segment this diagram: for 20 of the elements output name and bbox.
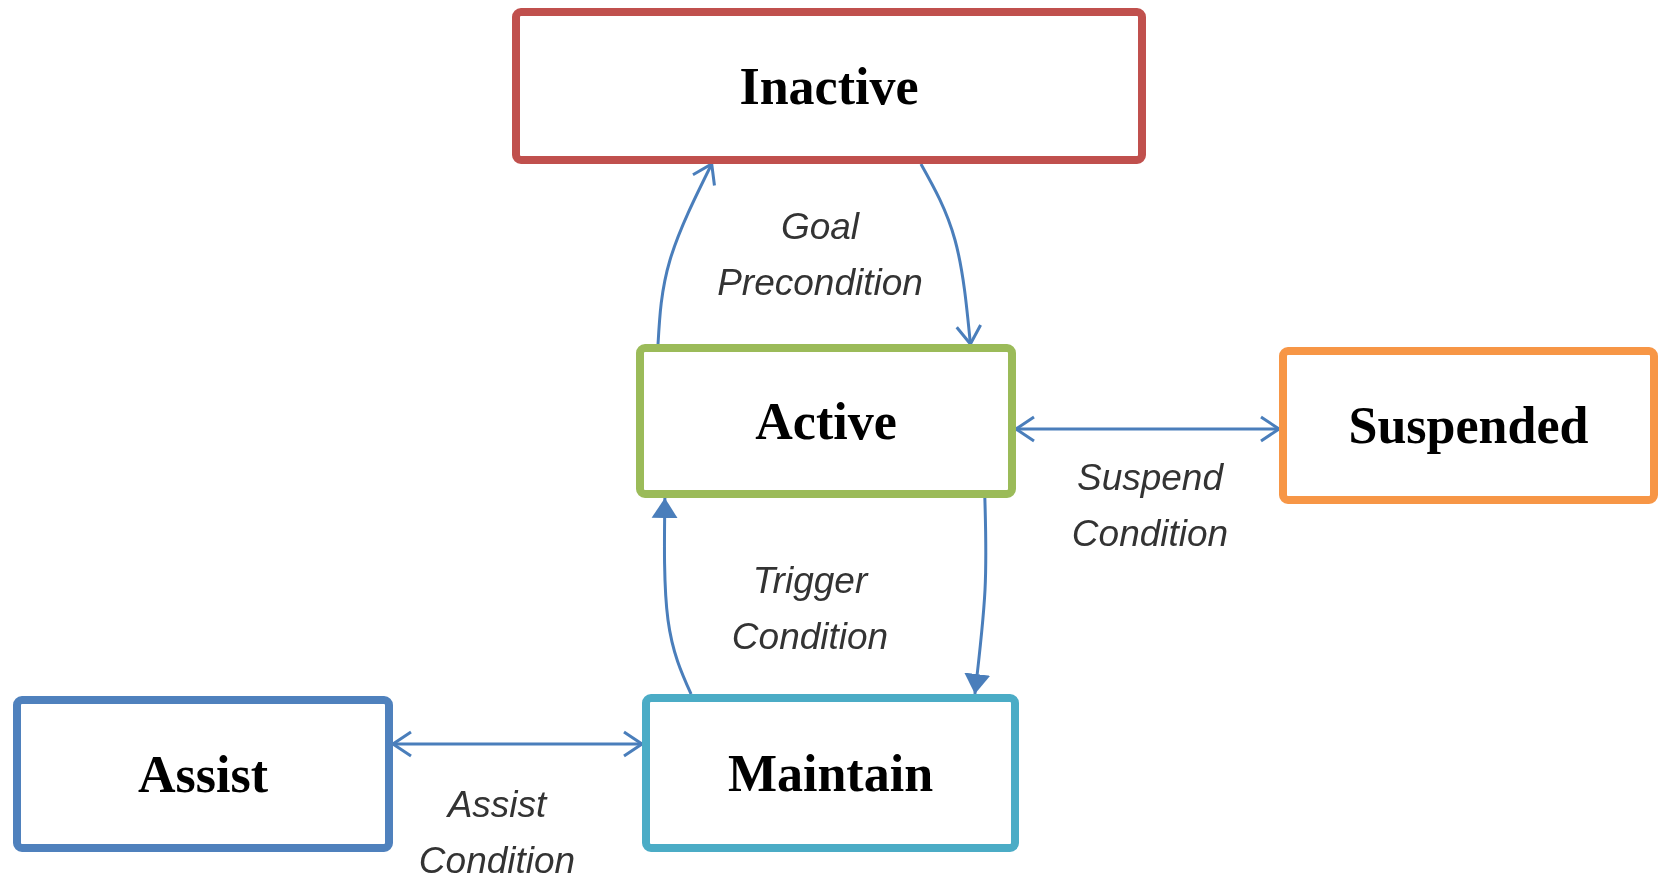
arrow — [391, 730, 644, 758]
state-name: Assist — [138, 744, 268, 804]
state-box — [1279, 347, 1658, 504]
state-name: Inactive — [739, 56, 919, 116]
state-box — [13, 696, 393, 852]
edge-label: Goal Precondition — [716, 204, 924, 304]
edge-label: Assist Condition — [417, 782, 577, 881]
state-box — [636, 344, 1016, 498]
edge-label: Suspend Condition — [1070, 455, 1230, 555]
arrow — [651, 497, 693, 695]
state-box — [512, 8, 1146, 164]
state-box — [642, 694, 1019, 852]
arrow — [919, 163, 983, 346]
state-name: Suspended — [1348, 396, 1589, 455]
state-name: Maintain — [727, 743, 934, 803]
arrow — [656, 162, 716, 345]
edge-label: Trigger Condition — [730, 558, 890, 658]
arrow — [1014, 415, 1281, 443]
state-name: Active — [755, 391, 897, 451]
arrow — [964, 497, 991, 695]
